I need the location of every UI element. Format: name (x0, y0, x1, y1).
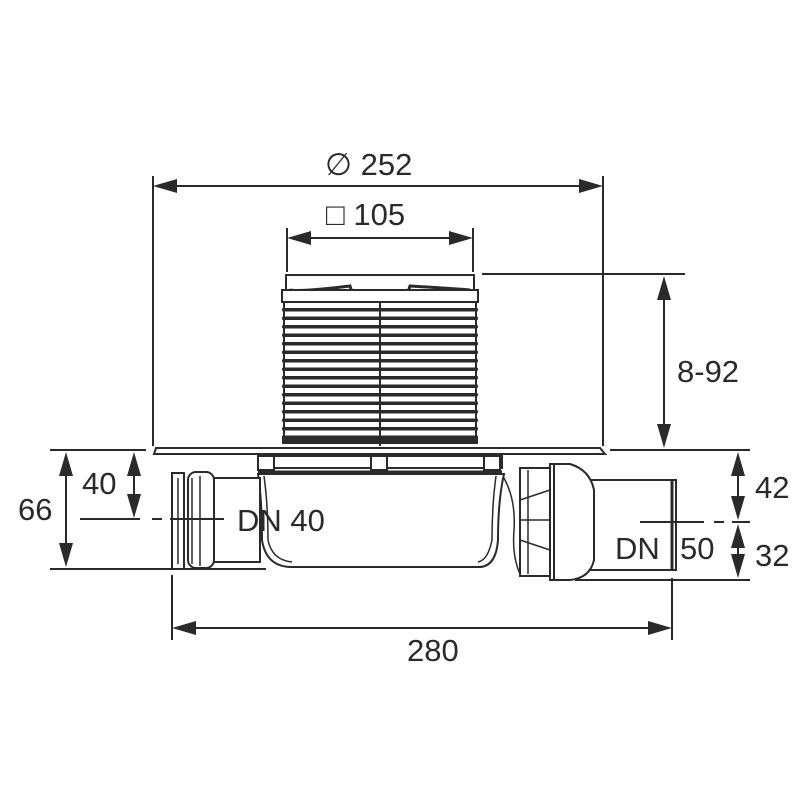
label-length-280: 280 (407, 633, 459, 668)
label-left-40: 40 (82, 466, 117, 501)
label-diameter-252: ∅ 252 (325, 147, 413, 182)
dimension-height-8-92 (482, 273, 750, 451)
label-square-105: □ 105 (326, 197, 406, 232)
label-outlet-dn50-b: 50 (680, 531, 715, 566)
label-left-66: 66 (18, 492, 53, 527)
dimension-square-105 (286, 228, 474, 272)
dimension-right-42-32 (575, 452, 750, 640)
ribbed-extension (282, 301, 478, 446)
outlet-right-dn50 (503, 463, 677, 581)
label-outlet-dn40: DN 40 (237, 503, 325, 538)
label-right-32: 32 (755, 538, 790, 573)
label-outlet-dn50-a: DN (615, 531, 660, 566)
flange-plate (152, 447, 608, 455)
drain-body (256, 455, 506, 568)
dimension-length-280 (172, 621, 672, 635)
grate-top (281, 274, 479, 303)
dimension-left-66-40 (50, 449, 266, 640)
label-right-42: 42 (755, 470, 790, 505)
label-height-8-92: 8-92 (677, 354, 740, 389)
dimension-diameter-252 (152, 176, 604, 446)
